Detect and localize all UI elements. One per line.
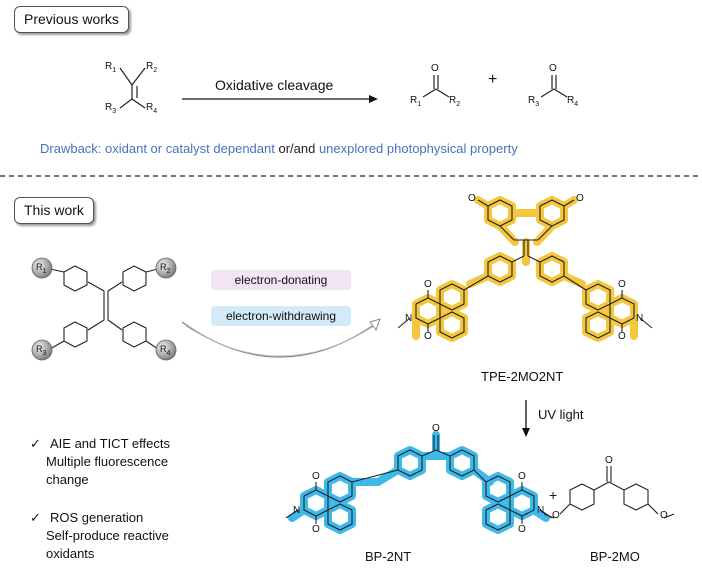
bp2nt-imide-o-left-top: O xyxy=(312,471,320,482)
tpe-imide-o-right-bottom: O xyxy=(618,331,626,342)
ketone1-oxygen: O xyxy=(431,63,439,74)
tpe-r2: R2 xyxy=(160,262,171,275)
ketone2-structure xyxy=(540,75,568,98)
r-subscript: 3 xyxy=(535,101,540,108)
ketone2-r4: R4 xyxy=(567,95,579,108)
alkene-r3: R3 xyxy=(105,102,117,115)
r-subscript: 3 xyxy=(42,349,47,357)
check-icon: ✓ xyxy=(30,510,41,525)
tpe-scaffold xyxy=(49,265,159,350)
feature-detail: oxidants xyxy=(46,546,95,561)
ketone1-structure xyxy=(422,75,450,98)
alkene-structure xyxy=(119,67,146,109)
previous-works-tag: Previous works xyxy=(14,6,129,33)
r-subscript: 2 xyxy=(166,267,171,275)
electron-withdrawing-pill: electron-withdrawing xyxy=(211,306,351,326)
bp2nt-imide-o-right-bottom: O xyxy=(518,524,526,535)
bp2nt-imide-n-left: N xyxy=(293,505,301,516)
r-subscript: 3 xyxy=(112,108,117,115)
r3-ball xyxy=(31,339,53,361)
bp-2mo-structure xyxy=(543,466,675,519)
bp2mo-methoxy-o-right: O xyxy=(660,510,668,521)
oxidative-arrow xyxy=(182,95,378,103)
this-work-label: This work xyxy=(24,202,84,218)
previous-works-label: Previous works xyxy=(24,11,119,27)
r4-ball xyxy=(155,339,177,361)
r-subscript: 2 xyxy=(153,67,158,74)
feature-item: ✓ ROS generation Self-produce reactive o… xyxy=(30,509,170,563)
compound-tpe-2mo2nt: TPE-2MO2NT xyxy=(481,369,564,384)
r-subscript: 4 xyxy=(153,108,158,115)
tpe-imide-o-left-bottom: O xyxy=(424,331,432,342)
drawback-suffix: unexplored photophysical property xyxy=(318,141,518,156)
bp2nt-imide-o-left-bottom: O xyxy=(312,524,320,535)
reaction-label: Oxidative cleavage xyxy=(215,77,334,93)
r1-ball xyxy=(31,257,53,279)
bp2mo-methoxy-o-left: O xyxy=(552,510,560,521)
bp2nt-imide-o-right-top: O xyxy=(518,471,526,482)
curved-arrow xyxy=(181,318,381,358)
tpe-imide-o-left-top: O xyxy=(424,279,432,290)
feature-list: ✓ AIE and TICT effects Multiple fluoresc… xyxy=(30,435,170,563)
feature-detail: Self-produce reactive xyxy=(46,528,169,543)
bp2mo-carbonyl-o: O xyxy=(605,455,613,466)
uv-light-label: UV light xyxy=(538,407,584,422)
r2-ball xyxy=(155,257,177,279)
electron-withdrawing-label: electron-withdrawing xyxy=(225,309,337,323)
feature-title: AIE and TICT effects xyxy=(50,436,170,451)
r-subscript: 4 xyxy=(574,101,579,108)
top-plus-sign: + xyxy=(488,71,498,88)
feature-detail: Multiple fluorescence xyxy=(46,454,169,469)
alkene-r2: R2 xyxy=(146,61,158,74)
tpe-imide-n-left: N xyxy=(405,313,413,324)
alkene-r4: R4 xyxy=(146,102,158,115)
ketone1-r1: R1 xyxy=(410,95,422,108)
check-icon: ✓ xyxy=(30,436,41,451)
alkene-r1: R1 xyxy=(105,61,117,74)
drawback-text: Drawback: oxidant or catalyst dependant … xyxy=(40,141,518,156)
tpe-imide-n-right: N xyxy=(636,313,644,324)
feature-detail: change xyxy=(46,472,89,487)
tpe-2mo2nt-structure xyxy=(397,196,653,342)
ketone2-r3: R3 xyxy=(528,95,540,108)
bp2nt-imide-n-right: N xyxy=(537,505,545,516)
drawback-prefix: Drawback: oxidant or catalyst dependant xyxy=(40,141,275,156)
electron-donating-label: electron-donating xyxy=(234,273,328,287)
drawback-joiner: or/and xyxy=(274,141,319,156)
tpe-methoxy-o-left: O xyxy=(468,193,476,204)
tpe-r1: R1 xyxy=(36,262,47,275)
r-subscript: 1 xyxy=(112,67,117,74)
feature-item: ✓ AIE and TICT effects Multiple fluoresc… xyxy=(30,435,170,489)
r-subscript: 2 xyxy=(456,101,461,108)
bp2nt-carbonyl-o: O xyxy=(432,423,440,434)
ketone1-r2: R2 xyxy=(449,95,461,108)
uv-arrow xyxy=(522,400,530,437)
tpe-imide-o-right-top: O xyxy=(618,279,626,290)
r-subscript: 1 xyxy=(417,101,422,108)
bp-2nt-structure xyxy=(285,431,553,534)
tpe-r3: R3 xyxy=(36,344,47,357)
compound-bp-2mo: BP-2MO xyxy=(590,549,640,564)
compound-bp-2nt: BP-2NT xyxy=(365,549,412,564)
r-subscript: 1 xyxy=(42,267,47,275)
feature-title: ROS generation xyxy=(50,510,144,525)
tpe-r4: R4 xyxy=(160,344,171,357)
electron-donating-pill: electron-donating xyxy=(211,270,351,290)
tpe-methoxy-o-right: O xyxy=(576,193,584,204)
r-subscript: 4 xyxy=(166,349,171,357)
this-work-tag: This work xyxy=(14,197,94,224)
bottom-plus-sign: + xyxy=(549,487,558,503)
ketone2-oxygen: O xyxy=(549,63,557,74)
